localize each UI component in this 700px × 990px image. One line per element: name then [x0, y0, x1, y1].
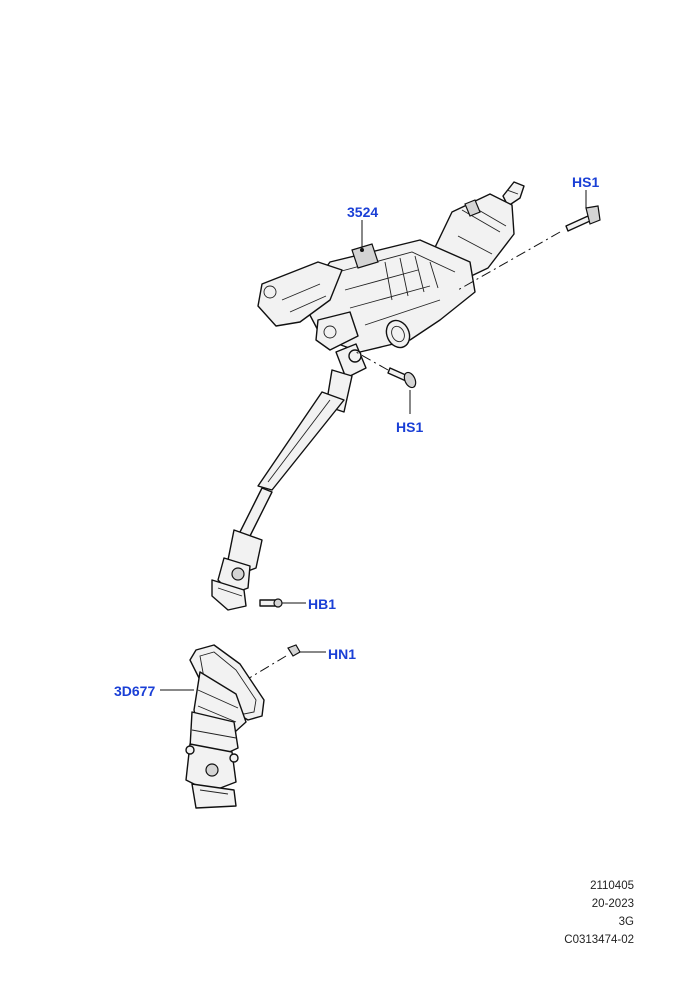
callout-hs1-upper: HS1: [572, 174, 600, 190]
callout-3d677: 3D677: [114, 683, 156, 699]
callout-hn1: HN1: [328, 646, 357, 662]
callout-3524: 3524: [347, 204, 379, 220]
bolt-hs1-lower-axis-line: [355, 351, 389, 371]
nut-hn1-axis-line: [245, 655, 287, 681]
bolt-hs1-lower: [387, 367, 417, 389]
boot-seal-assembly: [185, 644, 265, 809]
footer-reference-3: 3G: [618, 916, 634, 928]
callout-hs1-lower: HS1: [396, 419, 424, 435]
steering-column-assembly: [211, 181, 525, 611]
bolt-hb1: [259, 598, 283, 608]
bolt-hs1-upper: [565, 205, 601, 232]
footer-reference-2: 20-2023: [591, 898, 634, 910]
nut-hn1: [287, 644, 301, 657]
footer-reference-1: 2110405: [590, 880, 634, 892]
column-assembly-leader-dot: [360, 248, 364, 252]
callout-hb1: HB1: [308, 596, 337, 612]
footer-reference-4: C0313474-02: [564, 934, 634, 946]
